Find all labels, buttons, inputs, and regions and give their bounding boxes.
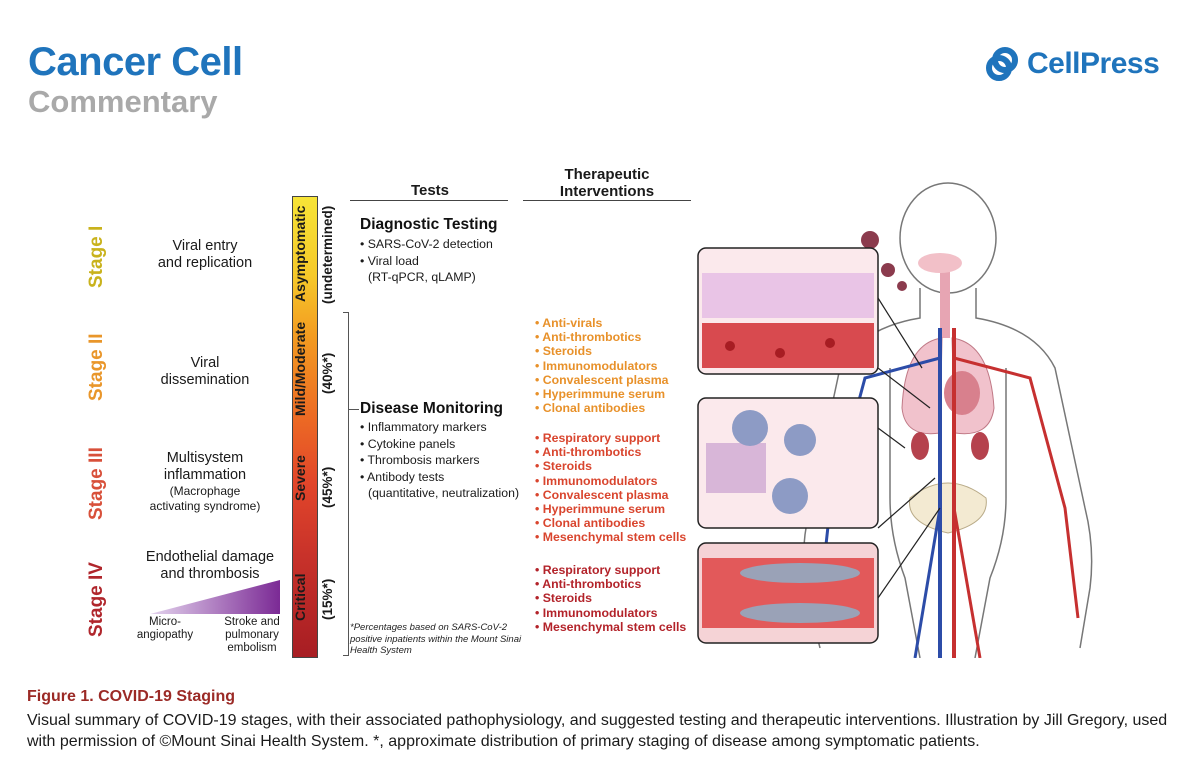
therapy-item: Steroids [535, 459, 686, 473]
therapy-item: Convalescent plasma [535, 488, 686, 502]
monitoring-item: Antibody tests (quantitative, neutralizat… [360, 469, 519, 502]
stage-2-description: Viral dissemination [140, 355, 270, 389]
monitoring-item-text: Inflammatory markers [367, 420, 487, 434]
therapy-item: Hyperimmune serum [535, 387, 669, 401]
monitoring-item: Inflammatory markers [360, 419, 519, 436]
triangle-right-label: Stroke and pulmonary embolism [212, 616, 292, 655]
therapy-item: Mesenchymal stem cells [535, 620, 687, 634]
therapeutic-column-header: Therapeutic Interventions [523, 166, 691, 200]
stage-2-desc-line: dissemination [160, 372, 250, 388]
therapy-item: Respiratory support [535, 563, 686, 577]
therapy-item: Anti-thrombotics [535, 577, 686, 591]
therapy-item: Immunomodulators [535, 474, 686, 488]
stage-1-label: Stage I [86, 225, 107, 289]
thrombosis-panel-icon [697, 542, 879, 644]
therapeutic-header-rule [523, 200, 691, 201]
therapy-item: Mesenchymal stem cells [535, 530, 687, 544]
stage-3-desc-line: Multisystem [166, 450, 244, 466]
therapy-item: Hyperimmune serum [535, 502, 686, 516]
therapy-list-mild-moderate: Anti-virals Anti-thrombotics Steroids Im… [535, 316, 669, 415]
publisher-logo: CellPress [985, 46, 1160, 82]
percentages-footnote: *Percentages based on SARS-CoV-2 positiv… [350, 622, 522, 656]
stage-2-label: Stage II [86, 333, 107, 401]
percent-severe: (45%*) [320, 466, 335, 508]
stage-4-label: Stage IV [86, 562, 107, 638]
therapy-item: Immunomodulators [535, 606, 686, 620]
tests-header-rule [350, 200, 508, 201]
monitoring-item-subtext: (quantitative, neutralization) [368, 486, 520, 500]
stage-1-desc-line: and replication [157, 255, 253, 271]
stage-3-desc-note: activating syndrome) [149, 499, 261, 513]
monitoring-item-text: Thrombosis markers [367, 453, 480, 467]
therapy-list-critical: Respiratory support Anti-thrombotics Ste… [535, 563, 686, 634]
stage-2-desc-line: Viral [190, 355, 220, 371]
stage-4-desc-line: Endothelial damage [145, 549, 275, 565]
triangle-right-line: pulmonary [225, 629, 279, 641]
percent-asymptomatic: (undetermined) [320, 205, 335, 305]
stage-4-description: Endothelial damage and thrombosis [130, 549, 290, 583]
therapy-item: Steroids [535, 344, 669, 358]
triangle-left-line: Micro- [149, 616, 181, 628]
bar-segment-severe: Severe [292, 455, 308, 501]
diagnostic-test-item: Viral load (RT-qPCR, qLAMP) [360, 253, 493, 286]
journal-title: Cancer Cell [28, 40, 243, 84]
percent-mild-moderate: (40%*) [320, 352, 335, 394]
diagnostic-testing-list: SARS-CoV-2 detection Viral load (RT-qPCR,… [360, 236, 493, 286]
therapeutic-header-line: Therapeutic [564, 166, 650, 183]
diagnostic-testing-title: Diagnostic Testing [360, 216, 498, 233]
disease-monitoring-list: Inflammatory markers Cytokine panels Thr… [360, 419, 519, 502]
therapy-item: Clonal antibodies [535, 516, 686, 530]
therapy-item: Steroids [535, 591, 686, 605]
monitoring-item-text: Cytokine panels [367, 436, 456, 451]
publisher-name: CellPress [1027, 47, 1160, 80]
triangle-right-line: Stroke and [224, 616, 280, 628]
bar-segment-asymptomatic: Asymptomatic [292, 205, 308, 303]
monitoring-item: Cytokine panels [360, 436, 519, 453]
symptomatic-bracket [343, 312, 349, 656]
percent-critical: (15%*) [320, 578, 335, 620]
therapy-item: Anti-thrombotics [535, 445, 686, 459]
cellpress-logo-icon [986, 47, 1018, 81]
triangle-right-line: embolism [227, 642, 277, 654]
monitoring-item: Thrombosis markers [360, 452, 519, 469]
therapy-item: Respiratory support [535, 431, 686, 445]
severity-gradient-bar [292, 196, 318, 658]
stage-3-description: Multisystem inflammation (Macrophage act… [135, 450, 275, 514]
body-illustration [697, 182, 1093, 658]
test-item-text: Viral load [367, 253, 419, 268]
therapy-item: Anti-thrombotics [535, 330, 669, 344]
severity-triangle [150, 580, 280, 614]
test-item-text: SARS-CoV-2 detection [367, 237, 493, 251]
stage-1-desc-line: Viral entry [172, 238, 238, 254]
therapy-item: Anti-virals [535, 316, 669, 330]
lung-epithelium-panel-icon [697, 247, 879, 375]
therapy-item: Convalescent plasma [535, 373, 669, 387]
stage-1-description: Viral entry and replication [140, 238, 270, 272]
figure-caption-text: Visual summary of COVID-19 stages, with … [27, 712, 1168, 750]
test-item-subtext: (RT-qPCR, qLAMP) [368, 270, 476, 284]
stage-3-label: Stage III [86, 447, 107, 521]
therapy-item: Clonal antibodies [535, 401, 669, 415]
monitoring-item-text: Antibody tests [367, 469, 445, 484]
figure-caption-title: Figure 1. COVID-19 Staging [27, 688, 236, 705]
monitoring-connector [349, 409, 359, 410]
disease-monitoring-title: Disease Monitoring [360, 400, 503, 417]
tests-column-header: Tests [410, 182, 450, 199]
triangle-left-label: Micro- angiopathy [125, 616, 205, 642]
stage-3-desc-note: (Macrophage [169, 484, 241, 498]
virus-particle-icon [861, 231, 907, 291]
macrophage-panel-icon [697, 397, 879, 529]
bar-segment-mild-moderate: Mild/Moderate [292, 321, 308, 417]
stage-3-desc-line: inflammation [163, 467, 247, 483]
therapy-item: Immunomodulators [535, 359, 669, 373]
stage-4-desc-line: and thrombosis [160, 566, 260, 582]
article-type: Commentary [28, 84, 218, 119]
diagnostic-test-item: SARS-CoV-2 detection [360, 236, 493, 253]
bar-segment-critical: Critical [292, 573, 308, 621]
triangle-left-line: angiopathy [136, 629, 194, 641]
therapy-list-severe: Respiratory support Anti-thrombotics Ste… [535, 431, 686, 545]
therapeutic-header-line: Interventions [559, 183, 655, 200]
